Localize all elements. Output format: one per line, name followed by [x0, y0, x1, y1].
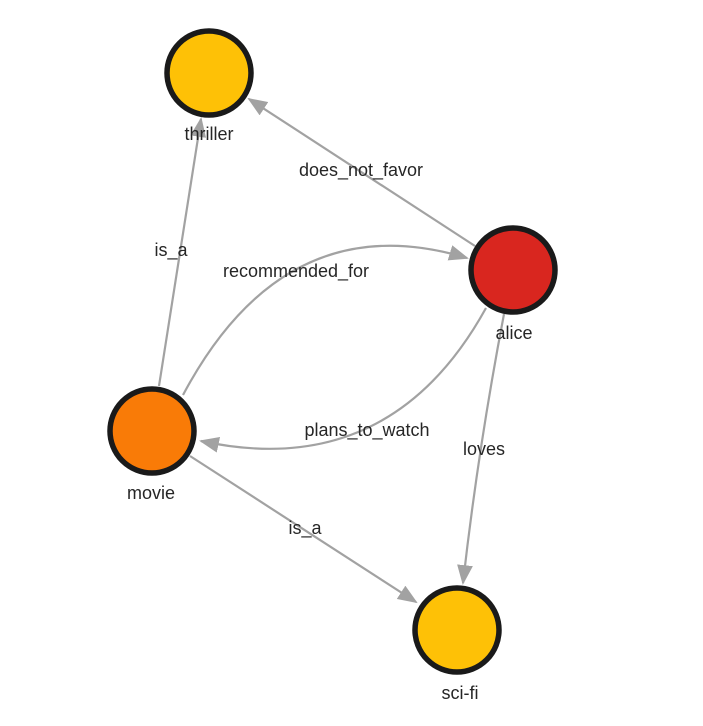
node-movie[interactable] [107, 386, 197, 476]
edge-label-is-a-top: is_a [154, 240, 188, 261]
edge-is-a-movie-thriller [157, 117, 207, 387]
edge-loves [457, 313, 506, 585]
edge-label-is-a-bottom: is_a [288, 518, 322, 539]
edge-label-does-not-favor: does_not_favor [299, 160, 423, 181]
edge-is-a-movie-scifi [189, 455, 418, 604]
edge-does-not-favor [247, 97, 476, 247]
node-label-alice: alice [495, 323, 532, 343]
node-label-thriller: thriller [184, 124, 233, 144]
node-scifi[interactable] [412, 585, 502, 675]
node-label-movie: movie [127, 483, 175, 503]
edge-plans-to-watch [199, 307, 487, 453]
node-thriller[interactable] [164, 28, 254, 118]
node-label-scifi: sci-fi [442, 683, 479, 703]
edge-label-loves: loves [463, 439, 505, 459]
edge-label-recommended-for: recommended_for [223, 261, 369, 282]
edge-recommended-for [182, 244, 469, 396]
edge-label-plans-to-watch: plans_to_watch [304, 420, 429, 441]
node-alice[interactable] [468, 225, 558, 315]
